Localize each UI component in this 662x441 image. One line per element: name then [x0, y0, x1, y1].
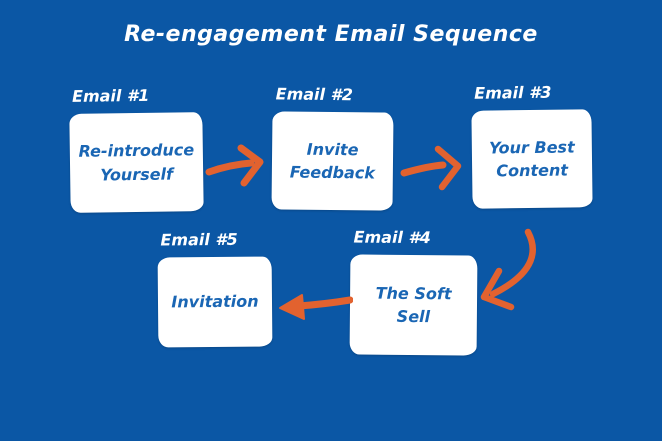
step-label: Email #2 — [275, 84, 353, 105]
step-box-text: Invite Feedback — [290, 137, 376, 184]
arrow-right-icon — [203, 138, 271, 190]
step-label: Email #4 — [353, 227, 431, 248]
step-email-2: Email #2 Invite Feedback — [271, 84, 394, 211]
box-text-line: Invite — [306, 139, 359, 160]
box-text-line: The Soft — [375, 283, 452, 304]
box-text-line: Feedback — [289, 162, 376, 183]
diagram-title: Re-engagement Email Sequence — [124, 22, 538, 47]
step-label: Email #5 — [160, 229, 238, 250]
box-text-line: Sell — [396, 306, 431, 327]
box-text-line: Content — [496, 160, 569, 181]
box-text-line: Invitation — [171, 292, 259, 312]
step-email-5: Email #5 Invitation — [157, 230, 273, 348]
step-email-1: Email #1 Re-introduce Yourself — [69, 86, 204, 213]
step-box-text: Your Best Content — [489, 135, 575, 182]
step-label: Email #1 — [71, 85, 150, 106]
arrow-right-icon — [398, 135, 466, 193]
box-text-line: Your Best — [488, 137, 575, 158]
step-label: Email #3 — [474, 82, 552, 103]
step-box: Re-introduce Yourself — [69, 112, 204, 213]
step-email-3: Email #3 Your Best Content — [471, 83, 593, 209]
step-box-text: Invitation — [171, 290, 258, 314]
arrow-curve-down-left-icon — [477, 224, 545, 316]
step-box: Invitation — [157, 256, 273, 348]
step-box-text: The Soft Sell — [375, 281, 452, 328]
box-text-line: Yourself — [100, 163, 174, 185]
step-email-4: Email #4 The Soft Sell — [349, 227, 478, 356]
step-box: The Soft Sell — [349, 254, 478, 356]
step-box: Invite Feedback — [271, 111, 394, 211]
step-box-text: Re-introduce Yourself — [78, 139, 194, 187]
step-box: Your Best Content — [471, 109, 593, 209]
box-text-line: Re-introduce — [78, 140, 195, 162]
arrow-left-icon — [277, 288, 353, 324]
